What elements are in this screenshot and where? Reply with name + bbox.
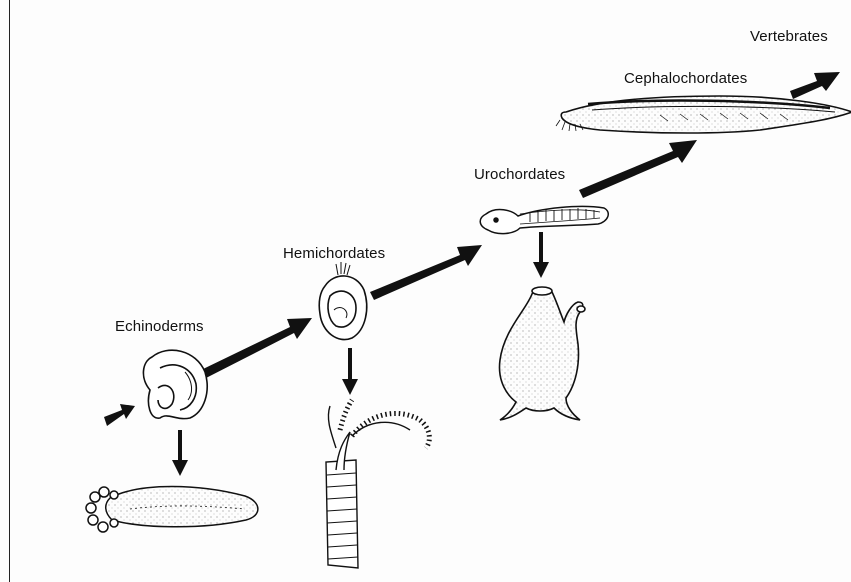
arrow-to-vertebrates — [790, 72, 840, 99]
sea-cucumber-illustration — [86, 487, 258, 533]
hemichordate-adult-illustration — [326, 400, 429, 568]
label-vertebrates: Vertebrates — [750, 28, 828, 45]
down-arrow-echinoderm — [172, 430, 188, 476]
label-urochordates: Urochordates — [474, 166, 565, 183]
label-hemichordates: Hemichordates — [283, 245, 385, 262]
lancelet-illustration — [556, 96, 851, 133]
sea-squirt-illustration — [499, 287, 585, 420]
down-arrows — [172, 232, 549, 476]
echinoderm-larva-illustration — [143, 350, 207, 418]
arrow-echinoderm-to-hemichordate — [201, 318, 312, 378]
urochordate-larva-illustration — [480, 206, 608, 233]
entry-arrow — [104, 404, 135, 426]
label-echinoderms: Echinoderms — [115, 318, 204, 335]
hemichordate-larva-illustration — [319, 262, 366, 340]
arrow-urochordate-to-cephalochordate — [579, 140, 697, 198]
down-arrow-hemichordate — [342, 348, 358, 395]
down-arrow-urochordate — [533, 232, 549, 278]
label-cephalochordates: Cephalochordates — [624, 70, 747, 87]
arrow-hemichordate-to-urochordate — [370, 245, 482, 300]
